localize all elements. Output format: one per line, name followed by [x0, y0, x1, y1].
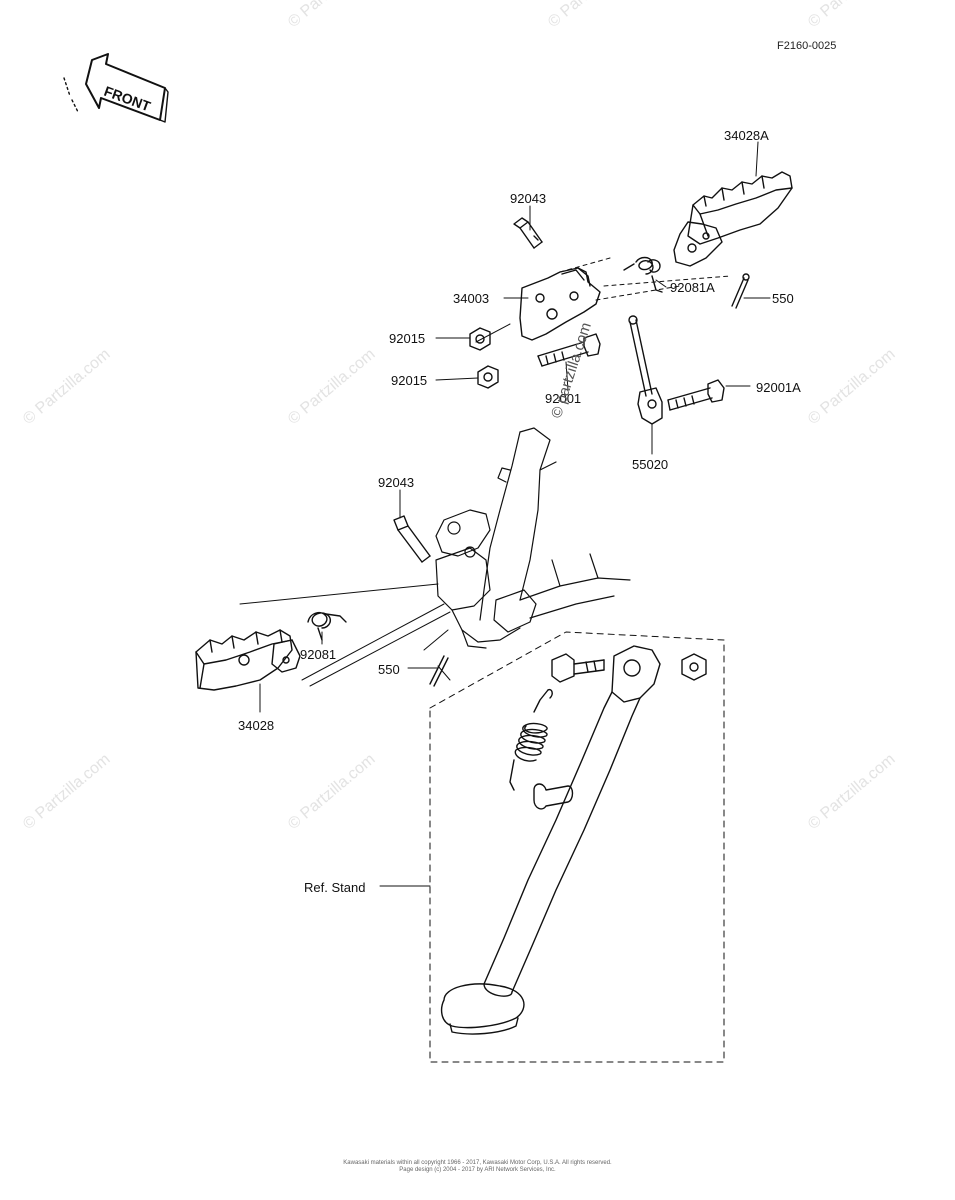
spring-92081A: [623, 256, 663, 293]
stand-spring: [509, 688, 553, 791]
bracket-34003: [519, 267, 601, 341]
part-label-550-top: 550: [772, 291, 794, 306]
part-label-34028: 34028: [238, 718, 275, 733]
bolt-92001: [537, 333, 601, 367]
part-label-55020: 55020: [632, 457, 669, 472]
cotter-pin-550-top: [731, 273, 750, 309]
part-label-92015-a: 92015: [389, 331, 426, 346]
part-label-92081: 92081: [300, 647, 337, 662]
part-label-34028A: 34028A: [724, 128, 769, 143]
part-label-92001: 92001: [545, 391, 582, 406]
front-arrow-label: FRONT: [102, 83, 153, 115]
stand-nut: [681, 653, 707, 681]
part-label-92081A: 92081A: [670, 280, 715, 295]
pin-92043-mid: [393, 515, 431, 563]
footpeg-right-34028A: [673, 171, 793, 267]
cotter-pin-550-mid: [429, 655, 451, 687]
pin-92043-top: [513, 217, 543, 249]
part-label-92043-mid: 92043: [378, 475, 415, 490]
bolt-92001A: [667, 379, 725, 411]
part-label-550-mid: 550: [378, 662, 400, 677]
part-label-92001A: 92001A: [756, 380, 801, 395]
rod-55020: [628, 315, 663, 425]
footer-copyright: Kawasaki materials within all copyright …: [343, 1160, 612, 1166]
spring-92081: [307, 611, 347, 641]
footpeg-left-34028: [195, 629, 301, 691]
front-arrow-icon: [85, 53, 169, 123]
ref-stand-label: Ref. Stand: [304, 880, 366, 895]
part-label-34003: 34003: [453, 291, 490, 306]
leader-lines: [259, 141, 771, 887]
nut-92015-a: [469, 327, 491, 351]
frame-section: [435, 427, 631, 649]
nut-92015-b: [477, 365, 499, 389]
side-stand: [440, 645, 661, 1035]
part-label-92043-top: 92043: [510, 191, 547, 206]
diagram-code: F2160-0025: [777, 40, 837, 52]
part-label-92015-b: 92015: [391, 373, 428, 388]
stand-pivot-bolt: [551, 653, 605, 683]
spring-pin: [533, 783, 574, 810]
footer-page-design: Page design (c) 2004 - 2017 by ARI Netwo…: [399, 1167, 556, 1173]
